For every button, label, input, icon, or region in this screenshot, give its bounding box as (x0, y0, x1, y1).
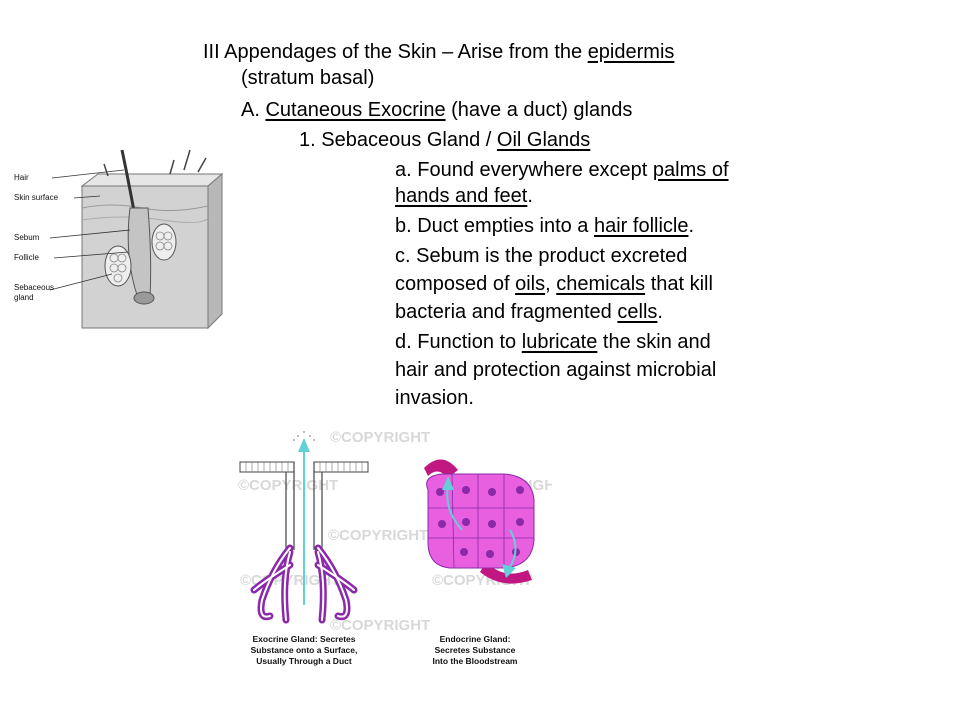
point-d-line-2: hair and protection against microbial (395, 359, 717, 381)
heading-subtext: (stratum basal) (241, 67, 375, 89)
watermark-4: ©COPYRIGHT (328, 527, 428, 544)
skin-block-top (80, 173, 224, 187)
point-a-line-1: a. Found everywhere except palms of (395, 159, 729, 181)
heading-text: III Appendages of the Skin – Arise from … (203, 41, 588, 63)
label-sebum: Sebum (14, 233, 40, 242)
heading-line-2: (stratum basal) (241, 65, 374, 91)
section-a-line: A. Cutaneous Exocrine (have a duct) glan… (241, 99, 633, 121)
exocrine-caption-2: Substance onto a Surface, (251, 645, 358, 655)
point-b-line: b. Duct empties into a hair follicle. (395, 215, 695, 237)
point-c-line-3: bacteria and fragmented cells. (395, 301, 663, 323)
watermark-2: ©COPYRIGHT (238, 477, 338, 494)
skin-diagram: Hair Skin surface Sebum Follicle Sebaceo… (14, 149, 224, 330)
item-1-line: 1. Sebaceous Gland / Oil Glands (299, 129, 591, 151)
label-follicle: Follicle (14, 253, 39, 262)
exocrine-caption-1: Exocrine Gland: Secretes (253, 634, 356, 644)
watermark-1: ©COPYRIGHT (330, 430, 430, 446)
point-d-line-3: invasion. (395, 387, 474, 409)
sebaceous-gland-left (104, 245, 132, 287)
point-c-line-2: composed of oils, chemicals that kill (395, 273, 713, 295)
sebaceous-gland-right (151, 223, 177, 261)
point-a-line-2: hands and feet. (395, 185, 533, 207)
cutaneous-exocrine-term: Cutaneous Exocrine (265, 99, 446, 121)
point-c-line-1: c. Sebum is the product excreted (395, 245, 688, 267)
epidermis-term: epidermis (587, 41, 675, 63)
endocrine-gland (424, 459, 535, 584)
heading-line-1: III Appendages of the Skin – Arise from … (203, 39, 674, 65)
skin-block-side (207, 172, 223, 330)
watermark-7: ©COPYRIGHT (330, 617, 430, 634)
point-d-line-1: d. Function to lubricate the skin and (395, 331, 711, 353)
endocrine-caption-1: Endocrine Gland: (440, 634, 511, 644)
label-gland: gland (14, 293, 34, 302)
exocrine-caption-3: Usually Through a Duct (256, 656, 352, 666)
gland-diagram: ©COPYRIGHT ©COPYRIGHT ©COPYRIGHT ©COPYRI… (238, 430, 552, 666)
label-hair: Hair (14, 173, 29, 182)
label-skin-surface: Skin surface (14, 193, 59, 202)
oil-glands-term: Oil Glands (496, 129, 591, 151)
endocrine-caption-3: Into the Bloodstream (432, 656, 517, 666)
exocrine-gland (239, 431, 369, 624)
endocrine-caption-2: Secretes Substance (435, 645, 516, 655)
label-sebaceous: Sebaceous (14, 283, 54, 292)
